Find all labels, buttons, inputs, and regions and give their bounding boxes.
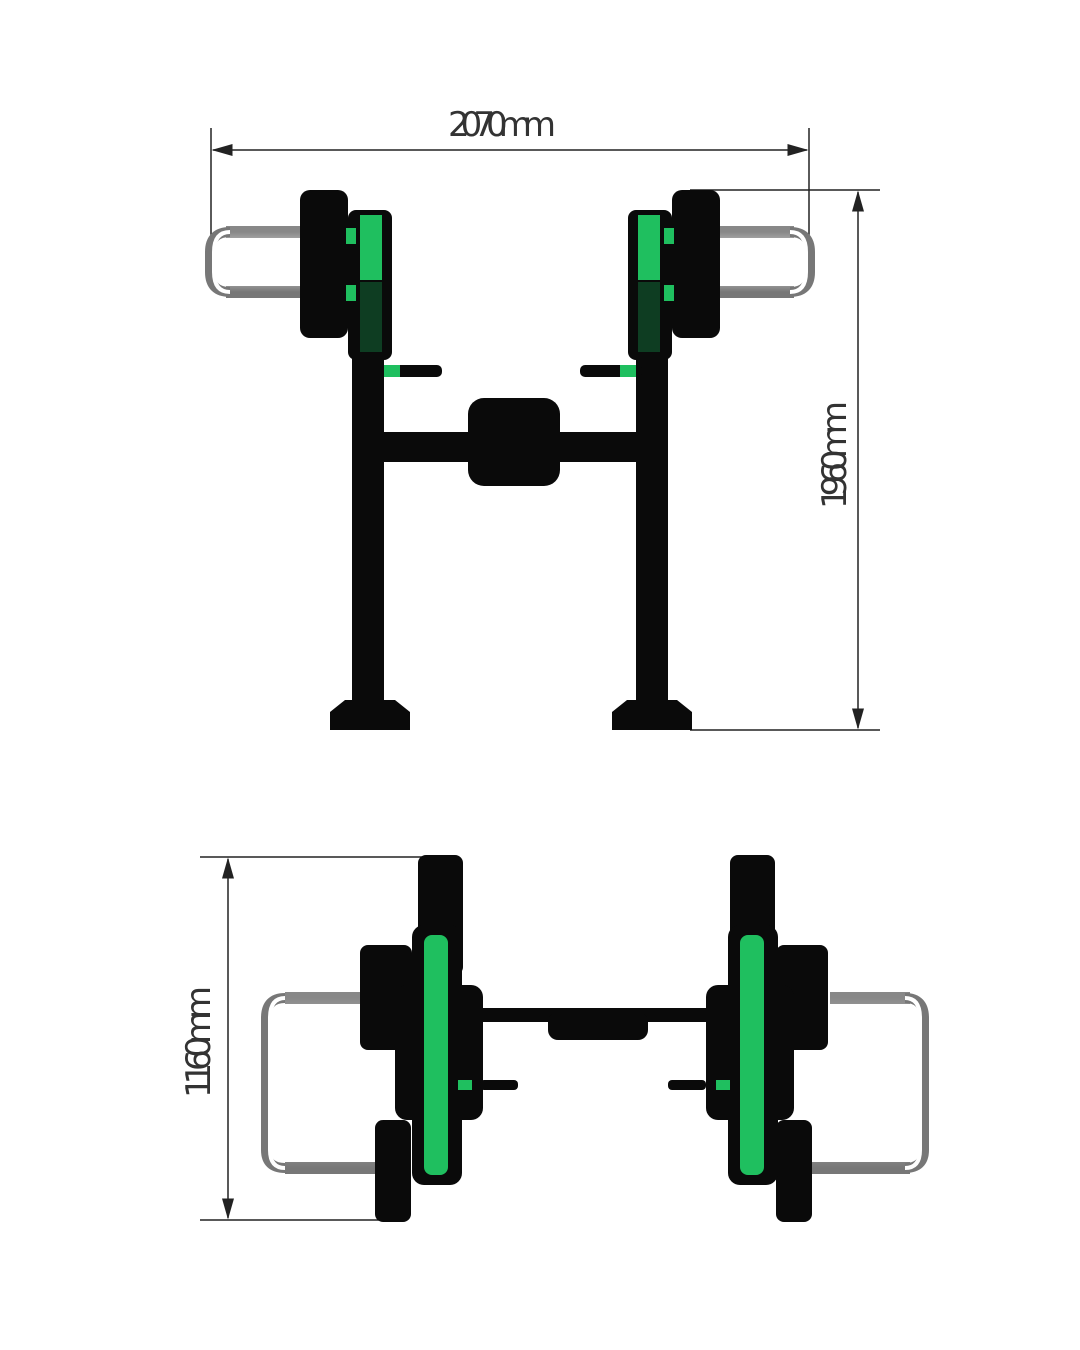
right-weight-plate xyxy=(672,190,720,338)
depth-dimension: 1160mm xyxy=(179,856,425,1221)
right-post xyxy=(636,300,668,710)
top-view: 1160mm xyxy=(179,855,929,1222)
width-dimension: 2070mm xyxy=(210,105,810,250)
right-foot xyxy=(612,700,692,730)
left-post xyxy=(352,300,384,710)
right-top-assembly xyxy=(668,855,929,1222)
depth-label: 1160mm xyxy=(179,986,219,1098)
left-weight-plate xyxy=(300,190,348,338)
front-view: 2070mm 1960mm xyxy=(205,105,880,731)
left-arm-assembly xyxy=(205,190,392,360)
center-seat xyxy=(468,398,560,486)
width-label: 2070mm xyxy=(448,105,556,145)
right-arm-assembly xyxy=(628,190,815,360)
left-top-assembly xyxy=(261,855,518,1222)
height-dimension: 1960mm xyxy=(690,189,880,731)
height-label: 1960mm xyxy=(815,401,855,509)
top-seat xyxy=(548,1012,648,1040)
left-foot xyxy=(330,700,410,730)
